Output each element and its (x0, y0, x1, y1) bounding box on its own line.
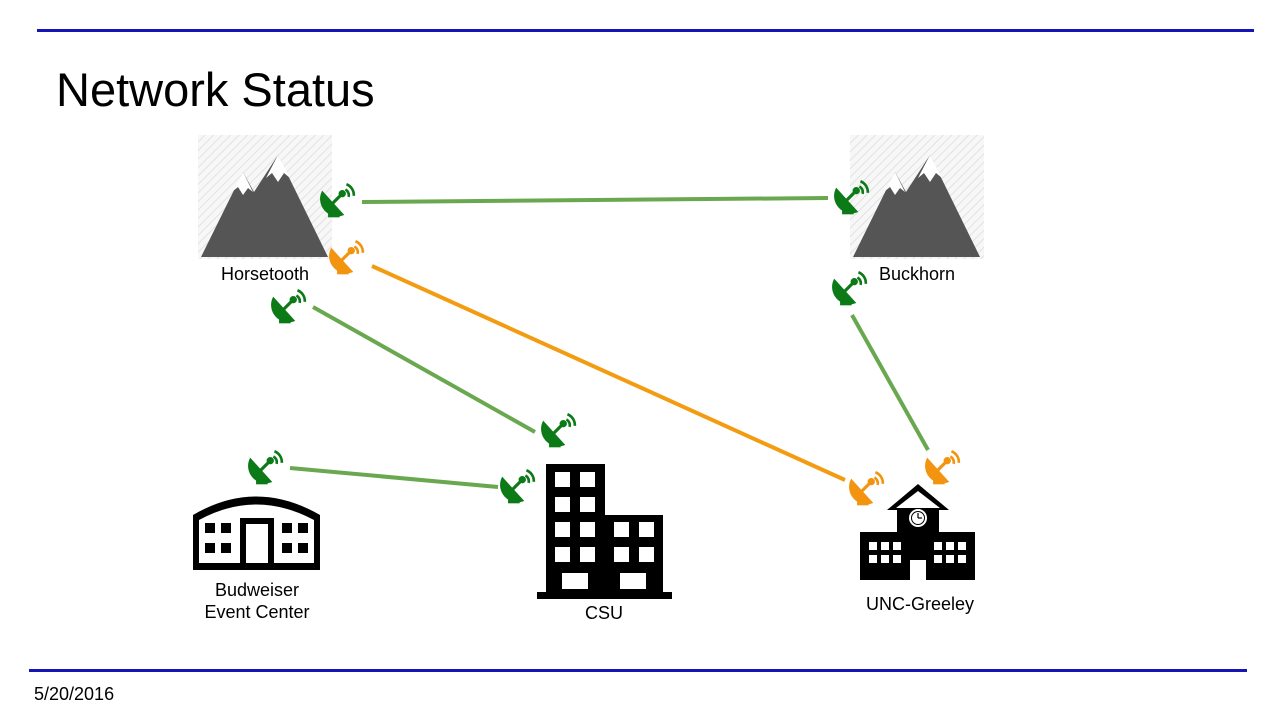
mountain-icon (850, 135, 984, 259)
node-label-buckhorn: Buckhorn (878, 264, 956, 284)
node-label-unc: UNC-Greeley (865, 594, 975, 614)
satellite-dish-icon (499, 468, 536, 505)
satellite-dish-icon (247, 449, 284, 486)
mountain-icon (198, 135, 332, 259)
node-label-csu: CSU (584, 603, 623, 623)
event-center-icon (193, 496, 320, 570)
node-label-budweiser-line2: Event Center (204, 602, 310, 622)
link-budweiser-csu (289, 466, 499, 489)
node-label-budweiser: Budweiser (214, 580, 300, 600)
page-title: Network Status (56, 63, 375, 116)
top-rule (37, 29, 1254, 32)
satellite-dish-icon (270, 288, 307, 325)
link-horsetooth-unc (371, 264, 846, 482)
link-horsetooth-csu (312, 305, 536, 434)
school-building-icon (860, 484, 975, 580)
satellite-dish-icon (924, 449, 961, 486)
bottom-rule (29, 669, 1247, 672)
network-links (289, 196, 930, 489)
node-label-horsetooth: Horsetooth (220, 264, 310, 284)
satellite-dish-icon (328, 239, 365, 276)
satellite-dish-icon (540, 412, 577, 449)
satellite-dish-icon (848, 470, 885, 507)
link-buckhorn-unc (850, 314, 930, 451)
link-horsetooth-buckhorn (361, 196, 829, 204)
footer-date: 5/20/2016 (34, 684, 115, 704)
office-building-icon (537, 464, 672, 599)
